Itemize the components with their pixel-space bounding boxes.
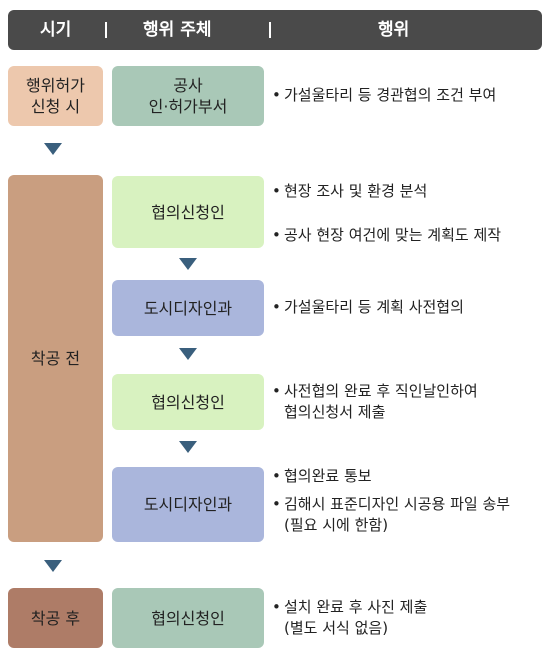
actor-box-design-dept: 도시디자인과 <box>112 280 264 336</box>
actor-box-applicant: 협의신청인 <box>112 588 264 648</box>
actor-label: 도시디자인과 <box>143 495 233 514</box>
action-item: •설치 완료 후 사진 제출 <box>272 598 428 616</box>
actor-label-line: 공사 <box>173 76 203 95</box>
period-label-line: 신청 시 <box>30 97 81 116</box>
actor-box-permit-dept: 공사 인·허가부서 <box>112 66 264 126</box>
flow-arrow <box>44 143 62 155</box>
actor-label: 협의신청인 <box>151 392 225 412</box>
flow-arrow <box>44 560 62 572</box>
flow-arrow <box>179 348 197 360</box>
actor-box-design-dept: 도시디자인과 <box>112 467 264 542</box>
flow-arrow <box>179 258 197 270</box>
header-period: 시기 <box>40 20 72 40</box>
action-item-continued: (필요 시에 한함) <box>284 516 389 534</box>
action-item: •김해시 표준디자인 시공용 파일 송부 <box>272 495 511 513</box>
action-item-continued: (별도 서식 없음) <box>284 619 389 637</box>
header-actor: 행위 주체 <box>143 20 212 40</box>
period-label-line: 행위허가 <box>26 76 85 95</box>
actor-label: 도시디자인과 <box>143 298 233 318</box>
flow-arrow <box>179 441 197 453</box>
period-box-permit: 행위허가 신청 시 <box>8 66 103 126</box>
header-separator <box>269 22 271 38</box>
header-action: 행위 <box>378 20 410 40</box>
actor-box-applicant: 협의신청인 <box>112 374 264 430</box>
action-item: •협의완료 통보 <box>272 467 372 485</box>
header-bar: 시기 행위 주체 행위 <box>8 10 542 50</box>
action-item: •가설울타리 등 계획 사전협의 <box>272 298 464 316</box>
period-label: 착공 후 <box>30 608 81 628</box>
action-item: •사전협의 완료 후 직인날인하여 <box>272 382 478 400</box>
actor-box-applicant: 협의신청인 <box>112 176 264 248</box>
action-item-continued: 협의신청서 제출 <box>284 403 386 421</box>
period-label: 착공 전 <box>30 349 81 368</box>
header-separator <box>105 22 107 38</box>
actor-label: 협의신청인 <box>151 202 225 222</box>
action-item: •공사 현장 여건에 맞는 계획도 제작 <box>272 226 502 244</box>
actor-label: 협의신청인 <box>151 608 225 628</box>
action-item: •현장 조사 및 환경 분석 <box>272 182 428 200</box>
actor-label-line: 인·허가부서 <box>148 97 228 116</box>
period-box-after-construction: 착공 후 <box>8 588 103 648</box>
period-box-before-construction: 착공 전 <box>8 175 103 542</box>
action-item: •가설울타리 등 경관협의 조건 부여 <box>272 86 497 104</box>
